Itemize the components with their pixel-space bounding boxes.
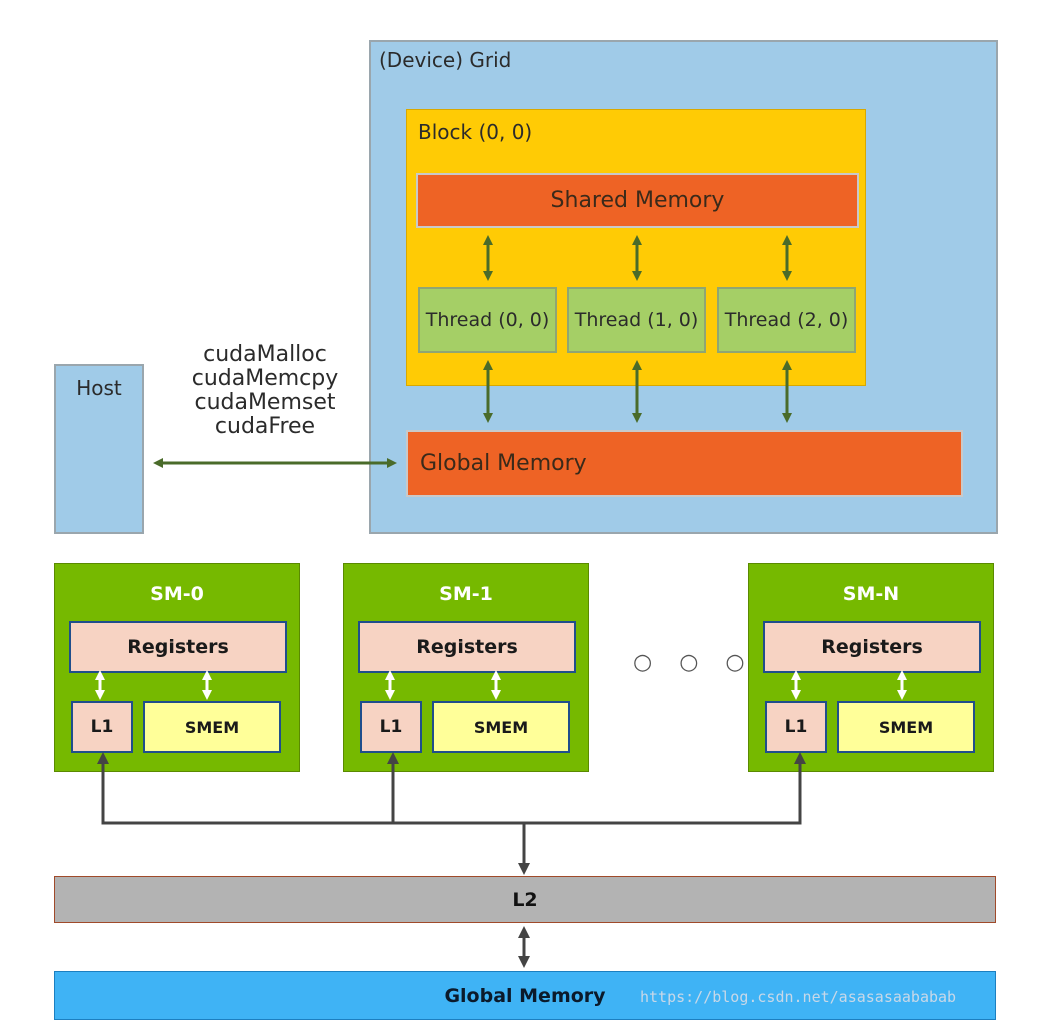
host-label: Host: [76, 376, 122, 400]
sm-0: SM-0 Registers L1 SMEM: [54, 563, 300, 772]
api-call: cudaMemcpy: [191, 366, 339, 391]
smem: SMEM: [837, 701, 975, 753]
thread-2-0: Thread (2, 0): [717, 287, 856, 353]
shared-thread-arrows: [483, 235, 792, 281]
block-title: Block (0, 0): [418, 120, 533, 144]
l1-cache: L1: [765, 701, 827, 753]
api-call: cudaFree: [214, 414, 316, 439]
l2-cache: L2: [54, 876, 996, 923]
api-call: cudaMalloc: [203, 342, 327, 367]
api-call-list: cudaMalloc cudaMemcpy cudaMemset cudaFre…: [180, 343, 350, 439]
sm-n: SM-N Registers L1 SMEM: [748, 563, 994, 772]
registers: Registers: [763, 621, 981, 673]
thread-global-arrows: [483, 360, 792, 423]
ellipsis: ○ ○ ○: [633, 650, 755, 675]
registers: Registers: [358, 621, 576, 673]
sm-internal-arrows: [95, 670, 907, 700]
thread-1-0: Thread (1, 0): [567, 287, 706, 353]
smem: SMEM: [143, 701, 281, 753]
sm-title: SM-N: [842, 583, 900, 605]
api-call: cudaMemset: [194, 390, 336, 415]
global-memory-hardware: Global Memory: [54, 971, 996, 1020]
sm-title: SM-0: [150, 583, 204, 605]
grid-title: (Device) Grid: [379, 48, 512, 72]
thread-0-0: Thread (0, 0): [418, 287, 557, 353]
sm-1: SM-1 Registers L1 SMEM: [343, 563, 589, 772]
sm-title: SM-1: [439, 583, 493, 605]
registers: Registers: [69, 621, 287, 673]
l1-cache: L1: [71, 701, 133, 753]
shared-memory: Shared Memory: [416, 173, 859, 228]
watermark: https://blog.csdn.net/asasasaababab: [640, 988, 957, 1006]
host-box: Host: [54, 364, 144, 534]
smem: SMEM: [432, 701, 570, 753]
global-memory-device: Global Memory: [406, 430, 963, 497]
bus-line: [101, 757, 802, 825]
l1-bus: [97, 752, 806, 875]
